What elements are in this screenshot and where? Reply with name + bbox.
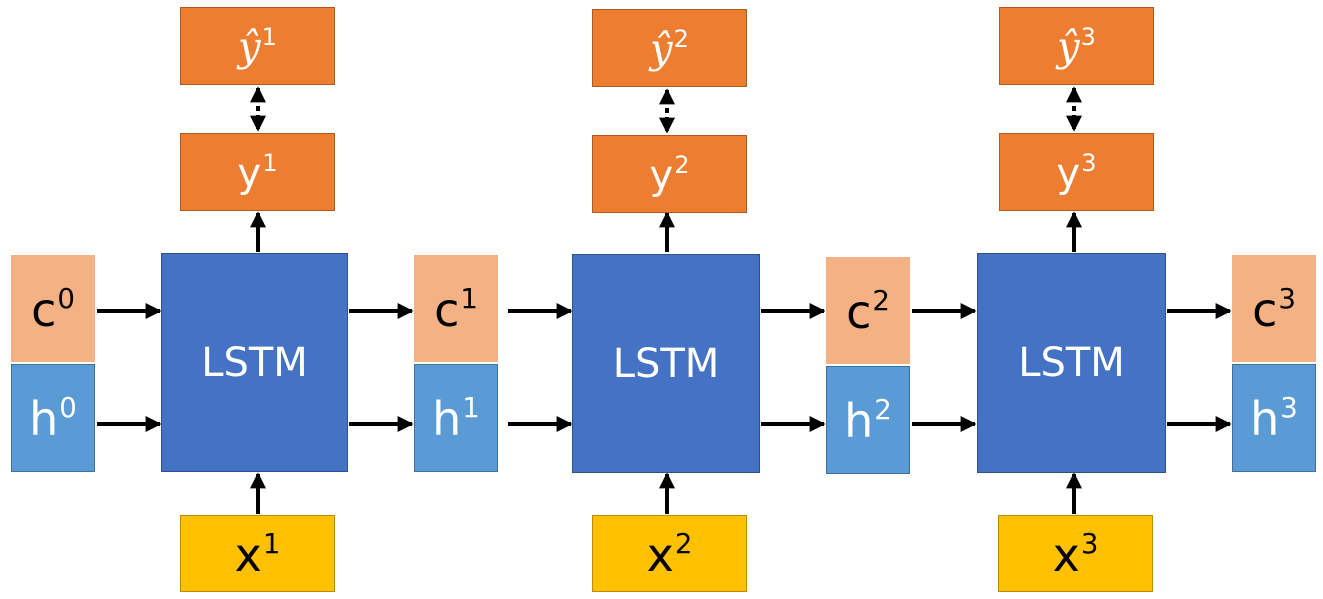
input-3: x3 <box>998 515 1153 592</box>
hidden-state-2-label: h2 <box>844 393 892 448</box>
input-2-label: x2 <box>646 526 693 582</box>
output-2-label: y2 <box>649 150 690 199</box>
cell-state-1-label: c1 <box>434 281 478 337</box>
cell-state-0-label: c0 <box>31 281 75 337</box>
lstm-cell-1-label: LSTM <box>201 339 308 386</box>
cell-state-1: c1 <box>414 255 498 362</box>
hidden-state-3-label: h3 <box>1250 391 1298 446</box>
lstm-cell-1: LSTM <box>161 253 348 472</box>
input-2: x2 <box>592 515 747 592</box>
predicted-output-1-label: ŷ1 <box>238 22 277 71</box>
lstm-cell-3: LSTM <box>977 253 1166 473</box>
output-1: y1 <box>180 133 335 211</box>
cell-state-2: c2 <box>826 257 910 364</box>
hidden-state-0-label: h0 <box>29 391 77 446</box>
predicted-output-2: ŷ2 <box>592 9 747 87</box>
output-3-label: y3 <box>1056 148 1097 197</box>
hidden-state-0: h0 <box>11 364 95 472</box>
predicted-output-3-label: ŷ3 <box>1057 22 1096 71</box>
hidden-state-1: h1 <box>414 364 498 472</box>
input-1-label: x1 <box>234 526 281 582</box>
lstm-cell-2-label: LSTM <box>612 340 720 387</box>
predicted-output-3: ŷ3 <box>999 7 1154 85</box>
hidden-state-1-label: h1 <box>432 391 480 446</box>
hidden-state-2: h2 <box>826 366 910 474</box>
output-2: y2 <box>592 135 747 213</box>
cell-state-3-label: c3 <box>1252 281 1296 337</box>
cell-state-2-label: c2 <box>846 283 890 339</box>
hidden-state-3: h3 <box>1232 364 1316 472</box>
lstm-cell-3-label: LSTM <box>1018 340 1125 386</box>
lstm-cell-2: LSTM <box>572 254 760 473</box>
output-3: y3 <box>999 133 1154 211</box>
input-3-label: x3 <box>1052 526 1099 582</box>
output-1-label: y1 <box>237 148 278 197</box>
predicted-output-1: ŷ1 <box>180 7 335 85</box>
cell-state-3: c3 <box>1232 255 1316 362</box>
input-1: x1 <box>180 515 335 592</box>
cell-state-0: c0 <box>11 255 95 362</box>
predicted-output-2-label: ŷ2 <box>650 24 689 73</box>
